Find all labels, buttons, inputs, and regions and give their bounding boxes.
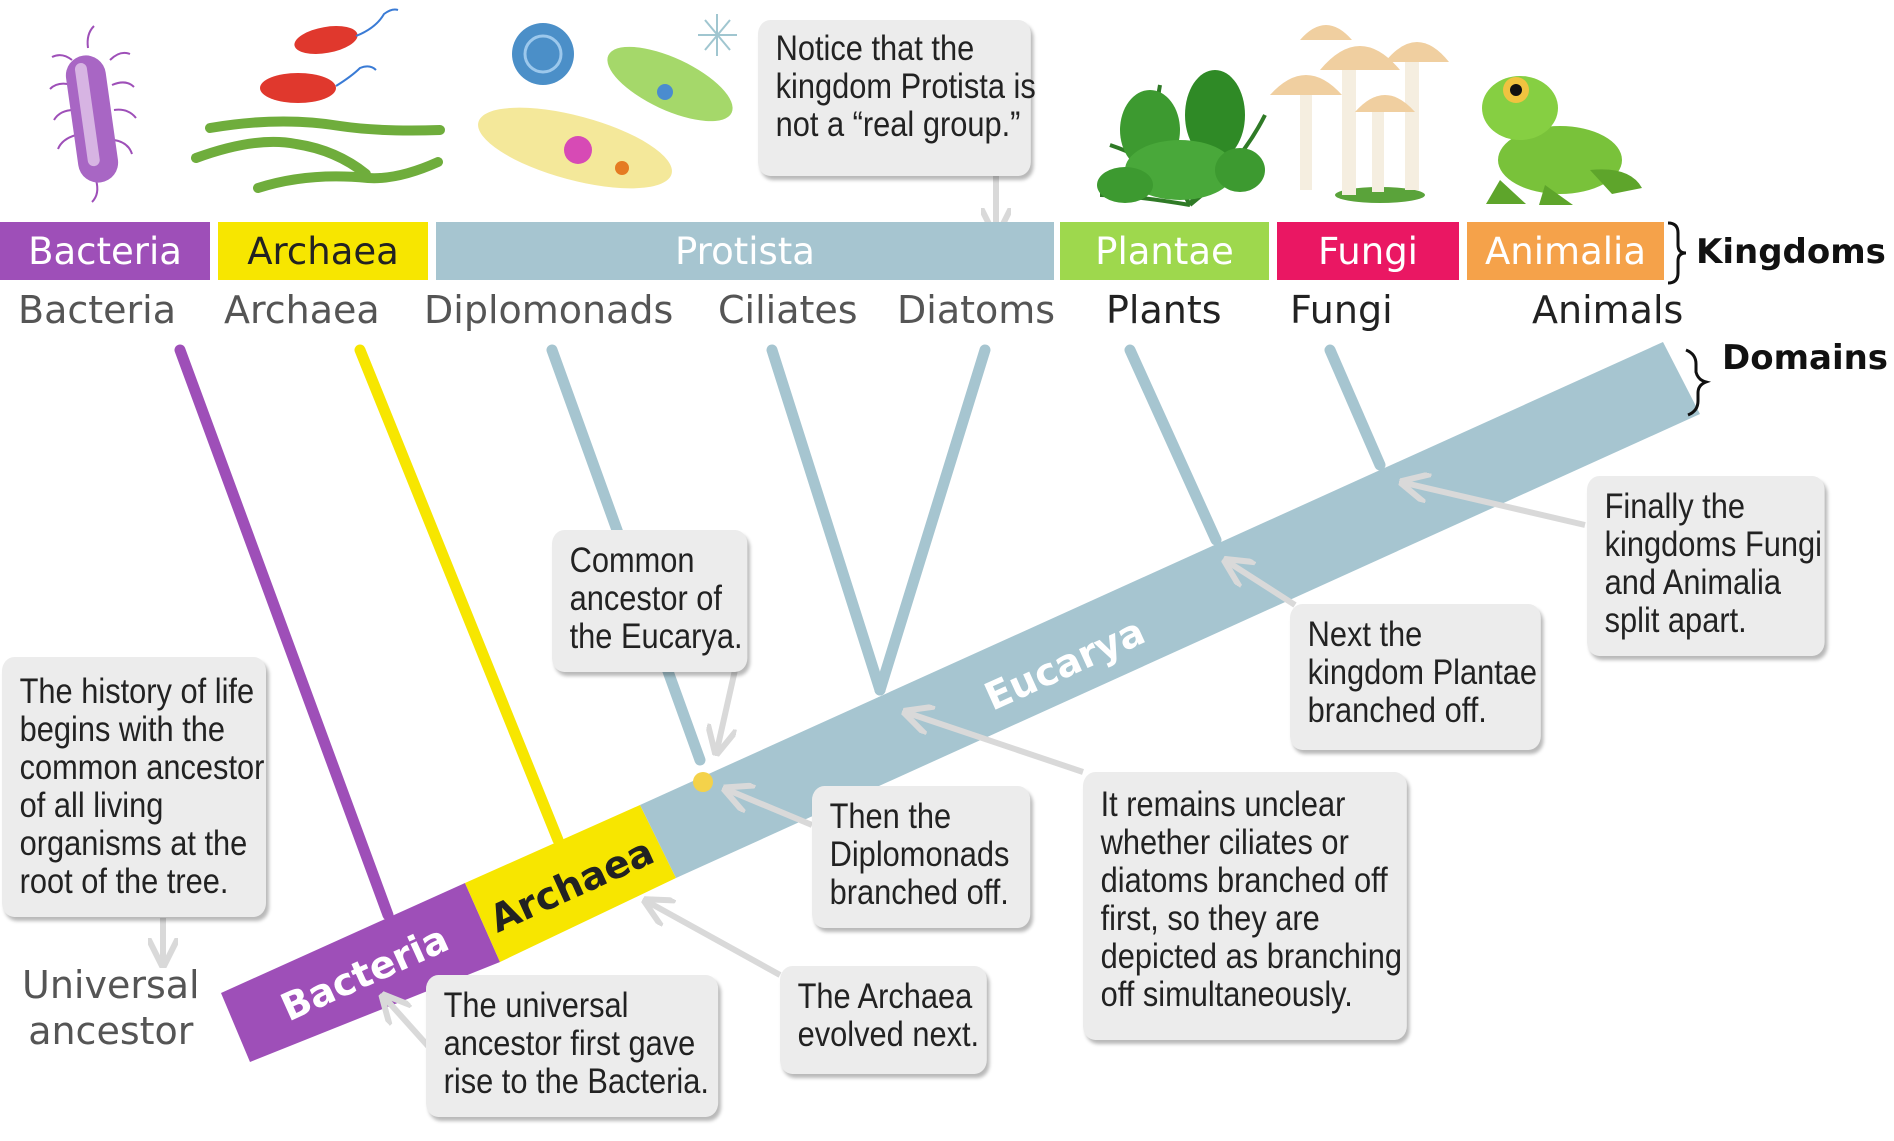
kingdom-fungi: Fungi: [1277, 222, 1459, 280]
callout-line: organisms at the: [19, 824, 248, 863]
callout-line: branched off.: [829, 873, 1009, 912]
universal-ancestor-line-2: ancestor: [28, 1009, 194, 1053]
domains-label: Domains: [1722, 338, 1889, 378]
callout-line: off simultaneously.: [1100, 975, 1353, 1014]
branch-diatoms: [874, 344, 991, 696]
protist-icon: [478, 14, 737, 189]
branch-archaea: [354, 344, 564, 846]
callout-line: kingdom Protista is: [775, 67, 1036, 106]
callout-line: diatoms branched off: [1100, 861, 1388, 900]
callout-line: Notice that the: [775, 29, 975, 68]
callout-line: ancestor first gave: [443, 1024, 696, 1063]
group-diatoms: Diatoms: [897, 288, 1056, 332]
archaea-band: [465, 805, 676, 962]
group-plants: Plants: [1106, 288, 1222, 332]
kingdoms-brace: [1667, 221, 1687, 285]
callout-line: begins with the: [19, 710, 226, 749]
callout-line: and Animalia: [1604, 563, 1781, 602]
callout-line: first, so they are: [1100, 899, 1320, 938]
group-bacteria: Bacteria: [18, 288, 176, 332]
kingdom-archaea: Archaea: [218, 222, 428, 280]
kingdom-bacteria: Bacteria: [0, 222, 210, 280]
fern-icon: [1097, 70, 1267, 207]
callout-line: Common: [569, 541, 695, 580]
branch-plants: [1124, 344, 1222, 546]
universal-ancestor-label: Universal ancestor: [22, 962, 200, 1054]
callout-unclear: It remains unclear whether ciliates or d…: [1083, 772, 1407, 1040]
callout-line: kingdoms Fungi: [1604, 525, 1823, 564]
callout-line: evolved next.: [797, 1015, 980, 1054]
kingdom-plantae: Plantae: [1060, 222, 1269, 280]
callout-line: Then the: [829, 797, 952, 836]
callout-line: rise to the Bacteria.: [443, 1062, 709, 1101]
callout-bacteria-first: The universal ancestor first gave rise t…: [426, 975, 719, 1117]
callout-diplomonads: Then the Diplomonads branched off.: [812, 786, 1031, 928]
branch-bacteria: [174, 344, 394, 921]
arrow-unclear: [908, 713, 1084, 775]
callout-plantae: Next the kingdom Plantae branched off.: [1290, 604, 1541, 750]
kingdoms-label: Kingdoms: [1696, 232, 1886, 272]
group-fungi: Fungi: [1290, 288, 1393, 332]
frog-icon: [1482, 76, 1642, 205]
arrow-bacteria-first: [385, 998, 431, 1049]
eucarya-ancestor-dot: [693, 772, 713, 792]
callout-line: ancestor of: [569, 579, 722, 618]
callout-line: of all living: [19, 786, 164, 825]
callout-line: The history of life: [19, 672, 255, 711]
group-archaea: Archaea: [224, 288, 380, 332]
group-ciliates: Ciliates: [718, 288, 858, 332]
arrow-archaea-next: [648, 902, 782, 978]
callout-line: The universal: [443, 986, 629, 1025]
callout-line: Finally the: [1604, 487, 1745, 526]
callout-protista-note: Notice that the kingdom Protista is not …: [758, 20, 1036, 176]
callout-line: Diplomonads: [829, 835, 1010, 874]
callout-archaea-next: The Archaea evolved next.: [780, 966, 987, 1074]
kingdom-protista: Protista: [436, 222, 1054, 280]
callout-line: The Archaea: [797, 977, 973, 1016]
callout-fungi-animalia: Finally the kingdoms Fungi and Animalia …: [1587, 476, 1825, 656]
universal-ancestor-line-1: Universal: [22, 963, 200, 1007]
callout-common-ancestor: Common ancestor of the Eucarya.: [552, 530, 748, 672]
arrow-diplomonads: [728, 790, 814, 828]
kingdom-animalia: Animalia: [1467, 222, 1664, 280]
branch-fungi: [1324, 344, 1386, 471]
arrow-plantae: [1228, 562, 1297, 608]
callout-line: depicted as branching: [1100, 937, 1402, 976]
arrow-fungi-animalia: [1405, 483, 1586, 528]
callout-history: The history of life begins with the comm…: [2, 657, 266, 917]
group-animals: Animals: [1532, 288, 1684, 332]
callout-line: whether ciliates or: [1100, 823, 1349, 862]
callout-line: Next the: [1307, 615, 1423, 654]
callout-line: split apart.: [1604, 601, 1747, 640]
callout-line: not a “real group.”: [775, 105, 1021, 144]
archaea-icon: [191, 8, 445, 193]
bacterium-icon: [49, 25, 137, 203]
callout-line: common ancestor: [19, 748, 265, 787]
callout-line: branched off.: [1307, 691, 1487, 730]
callout-line: It remains unclear: [1100, 785, 1346, 824]
callout-line: the Eucarya.: [569, 617, 743, 656]
bacteria-band: [221, 883, 500, 1062]
callout-line: root of the tree.: [19, 862, 229, 901]
eucarya-band: [640, 342, 1700, 878]
mushroom-icon: [1270, 25, 1449, 203]
branch-ciliates: [766, 344, 886, 696]
domains-brace: [1685, 348, 1712, 417]
callout-line: kingdom Plantae: [1307, 653, 1538, 692]
arrow-common-ancestor: [717, 669, 738, 750]
group-diplomonads: Diplomonads: [424, 288, 674, 332]
